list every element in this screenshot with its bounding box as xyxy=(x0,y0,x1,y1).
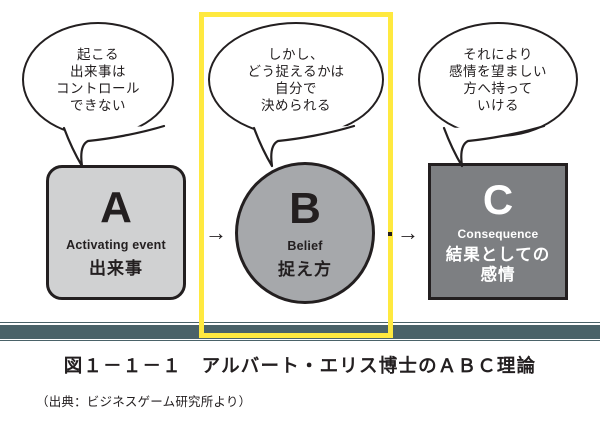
speech-bubble-a-tail xyxy=(62,124,166,168)
bubble-a-line-3: コントロール xyxy=(56,80,140,96)
speech-bubble-b: しかし、 どう捉えるかは 自分で 決められる xyxy=(208,22,384,137)
speech-bubble-a: 起こる 出来事は コントロール できない xyxy=(22,22,174,137)
divider-band xyxy=(0,322,600,341)
divider-rule-top xyxy=(0,322,600,323)
arrow-a-to-b-icon: → xyxy=(205,220,227,245)
figure-caption-area: 図１－１－１ アルバート・エリス博士のＡＢＣ理論 （出典：ビジネスゲーム研究所よ… xyxy=(0,344,600,410)
node-b-belief: B Belief 捉え方 xyxy=(235,162,375,304)
bubble-a-line-2: 出来事は xyxy=(70,63,126,79)
node-a-letter: A xyxy=(100,183,132,232)
speech-bubble-b-tail xyxy=(252,124,356,168)
figure-caption-source: （出典：ビジネスゲーム研究所より） xyxy=(36,395,252,409)
node-b-japanese-label: 捉え方 xyxy=(278,259,332,279)
node-a-english-label: Activating event xyxy=(66,238,166,252)
bubble-c-line-3: 方へ持って xyxy=(463,80,533,96)
node-b-english-label: Belief xyxy=(287,238,323,253)
bubble-c-line-2: 感情を望ましい xyxy=(449,63,547,79)
node-c-japanese-label-line2: 感情 xyxy=(480,266,516,284)
bubble-a-line-1: 起こる xyxy=(77,46,119,62)
divider-fill xyxy=(0,324,600,339)
speech-bubble-c: それにより 感情を望ましい 方へ持って いける xyxy=(418,22,578,137)
node-b-letter: B xyxy=(289,183,321,233)
node-c-japanese-label-line1: 結果としての xyxy=(445,246,551,264)
divider-rule-bottom xyxy=(0,340,600,341)
figure-caption-title: 図１－１－１ アルバート・エリス博士のＡＢＣ理論 xyxy=(63,355,537,376)
node-a-japanese-label: 出来事 xyxy=(89,259,143,278)
speech-bubble-c-tail xyxy=(442,124,546,168)
arrow-b-to-c-dot xyxy=(388,232,392,236)
highlight-frame-belief xyxy=(199,12,393,338)
bubble-b-line-3: 自分で xyxy=(275,80,317,96)
node-a-activating-event: A Activating event 出来事 xyxy=(46,165,186,300)
node-c-letter: C xyxy=(482,176,514,223)
node-c-english-label: Consequence xyxy=(457,227,539,241)
bubble-b-line-1: しかし、 xyxy=(268,46,324,62)
bubble-b-line-4: 決められる xyxy=(261,97,331,113)
arrow-b-to-c-icon: → xyxy=(397,220,419,245)
bubble-c-line-1: それにより xyxy=(463,46,533,62)
bubble-a-line-4: できない xyxy=(70,97,126,113)
bubble-c-line-4: いける xyxy=(477,97,519,113)
bubble-b-line-2: どう捉えるかは xyxy=(247,63,345,79)
node-c-consequence: C Consequence 結果としての 感情 xyxy=(428,163,568,300)
